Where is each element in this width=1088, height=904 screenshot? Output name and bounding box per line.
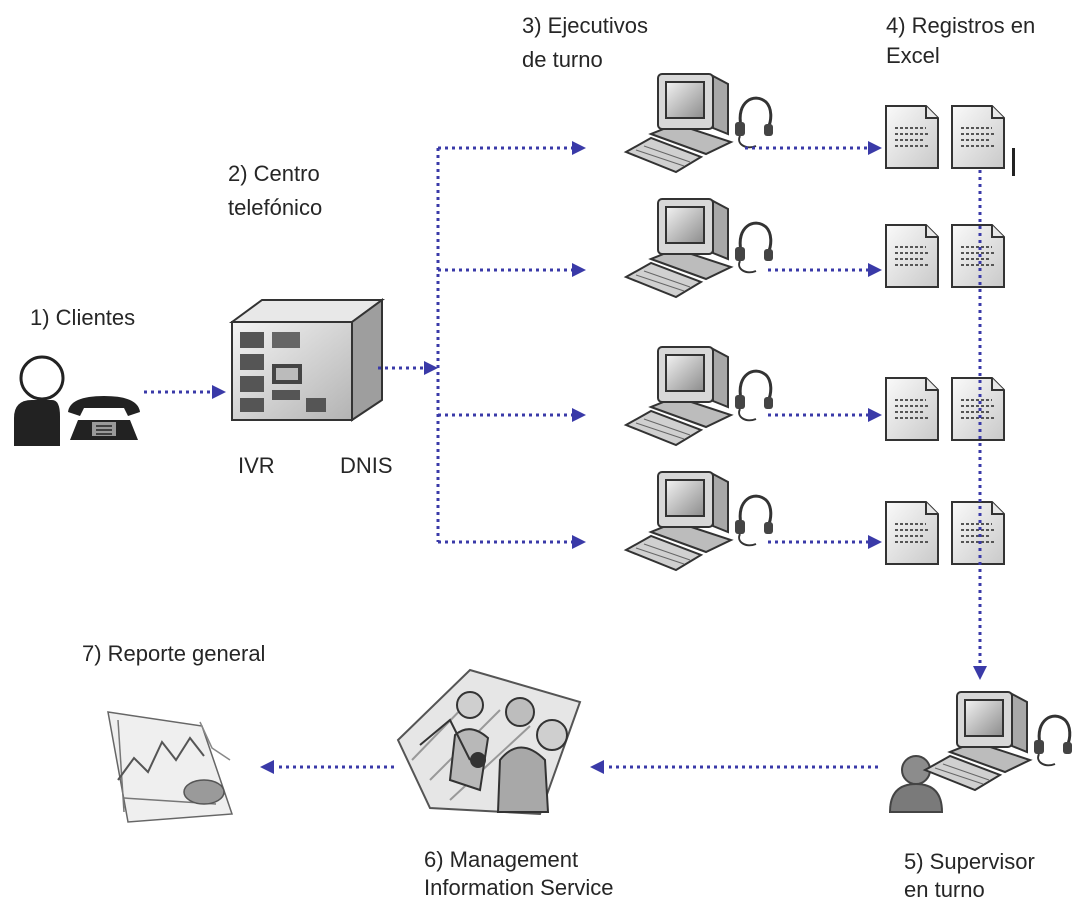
mis-meeting-icon <box>396 668 582 816</box>
flow-connectors <box>144 141 987 774</box>
supervisor-workstation-icon <box>923 690 1074 792</box>
server-icon <box>228 298 386 422</box>
executives-label-line1: 3) Ejecutivos <box>522 13 648 38</box>
excel-doc-4a-icon <box>885 501 939 565</box>
excel-doc-4b-icon <box>951 501 1005 565</box>
excel-doc-2a-icon <box>885 224 939 288</box>
executives-label-line2: de turno <box>522 47 603 72</box>
executive-workstation-3-icon <box>624 345 775 447</box>
executive-workstation-4-icon <box>624 470 775 572</box>
executive-workstation-1-icon <box>624 72 775 174</box>
excel-doc-2b-icon <box>951 224 1005 288</box>
excel-doc-3b-icon <box>951 377 1005 441</box>
report-chart-icon <box>107 711 234 823</box>
mis-label-line2: Information Service <box>424 875 614 900</box>
text-cursor-mark <box>1012 148 1015 176</box>
registers-label-line1: 4) Registros en <box>886 13 1036 38</box>
supervisor-label-line1: 5) Supervisor <box>904 849 1035 874</box>
ivr-label: IVR <box>238 453 275 478</box>
call-center-label-line1: 2) Centro <box>228 161 320 186</box>
call-center-label-line2: telefónico <box>228 195 323 220</box>
registers-label-line2: Excel <box>886 43 940 68</box>
telephone-icon <box>68 396 140 440</box>
mis-label-line1: 6) Management <box>424 847 579 872</box>
dnis-label: DNIS <box>340 453 393 478</box>
excel-doc-1a-icon <box>885 105 939 169</box>
executive-workstation-2-icon <box>624 197 775 299</box>
excel-doc-1b-icon <box>951 105 1005 169</box>
supervisor-label-line2: en turno <box>904 877 985 902</box>
excel-doc-3a-icon <box>885 377 939 441</box>
clients-label: 1) Clientes <box>30 305 136 330</box>
client-icon <box>14 355 65 446</box>
report-label: 7) Reporte general <box>82 641 266 666</box>
